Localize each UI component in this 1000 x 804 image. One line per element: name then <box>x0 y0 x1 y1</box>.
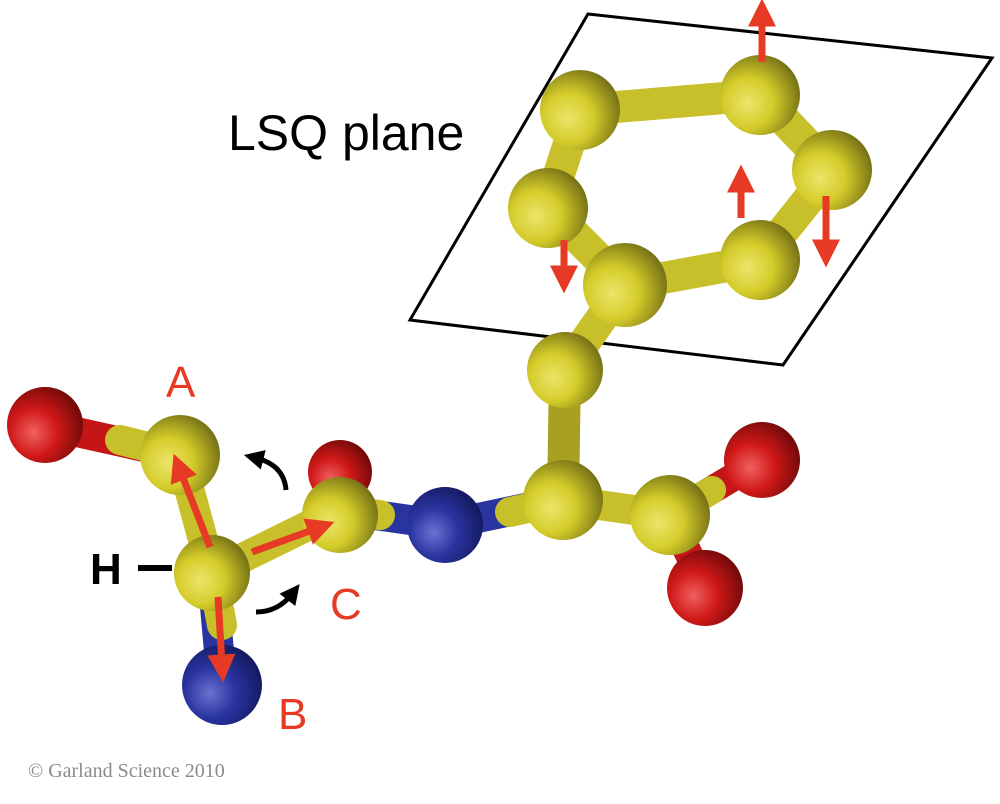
label-b: B <box>278 690 308 739</box>
copyright: © Garland Science 2010 <box>28 760 225 782</box>
lsq-plane-label: LSQ plane <box>228 105 465 161</box>
lsq-plane-outline <box>407 12 995 367</box>
label-a: A <box>166 358 196 407</box>
rotation-arrows <box>243 450 300 615</box>
label-c: C <box>330 580 362 629</box>
label-h: H <box>90 545 122 594</box>
atoms <box>7 55 872 725</box>
displacement-arrows <box>170 0 840 683</box>
